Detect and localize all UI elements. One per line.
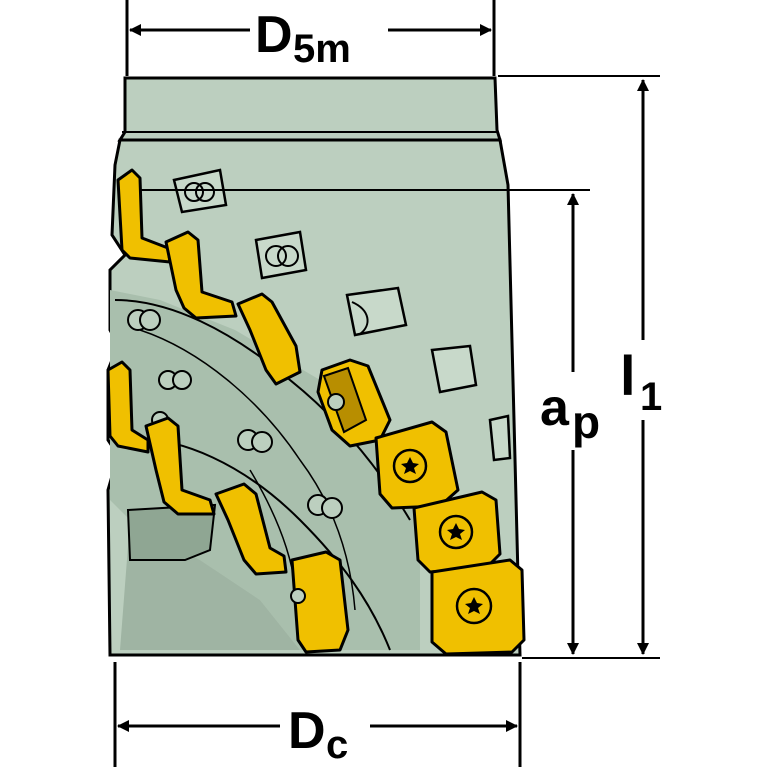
dimension-lines — [113, 0, 660, 767]
label-l1-sub: 1 — [640, 375, 662, 419]
insert-details — [290, 366, 493, 625]
label-ap-sub: p — [572, 396, 600, 448]
torx-screw-icon — [401, 457, 483, 614]
label-dc-sub: c — [326, 723, 348, 767]
label-d5m-main: D — [255, 6, 293, 64]
label-ap: a p — [540, 379, 600, 448]
label-d5m-sub: 5m — [293, 27, 351, 71]
label-ap-main: a — [540, 379, 570, 437]
label-d5m: D 5m — [255, 6, 351, 71]
label-l1: l 1 — [620, 344, 662, 419]
label-dc: D c — [288, 702, 348, 767]
label-dc-main: D — [288, 702, 326, 760]
label-l1-main: l — [620, 344, 636, 407]
